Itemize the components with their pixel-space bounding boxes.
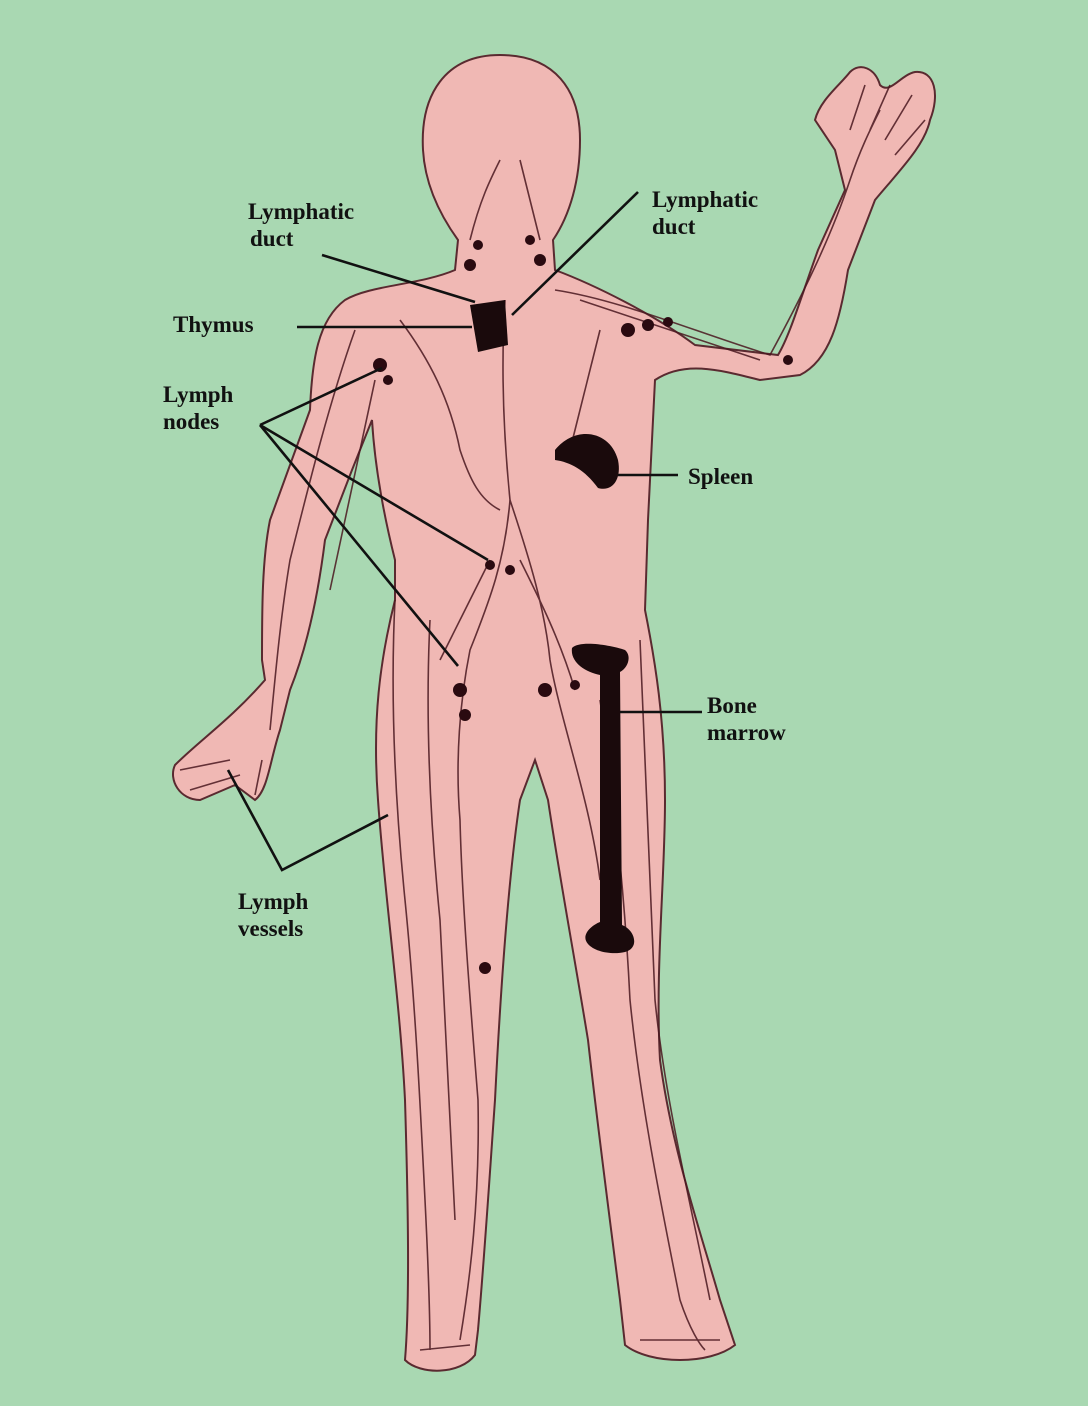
label-spleen: Spleen: [688, 463, 753, 490]
label-lymph-vessels-line1: Lymph: [238, 888, 308, 915]
label-bone-marrow-line1: Bone: [707, 692, 786, 719]
label-spleen-text: Spleen: [688, 463, 753, 490]
label-bone-marrow: Bone marrow: [707, 692, 786, 746]
label-bone-marrow-line2: marrow: [707, 719, 786, 746]
label-lymph-nodes-line1: Lymph: [163, 381, 233, 408]
label-lymphatic-duct-right-line1: Lymphatic: [652, 186, 758, 213]
label-lymphatic-duct-left-line2: duct: [248, 225, 354, 252]
label-lymphatic-duct-left-line1: Lymphatic: [248, 198, 354, 225]
label-lymph-nodes-line2: nodes: [163, 408, 233, 435]
label-lymph-vessels: Lymph vessels: [238, 888, 308, 942]
label-lymphatic-duct-right: Lymphatic duct: [652, 186, 758, 240]
label-thymus: Thymus: [173, 311, 254, 338]
label-lymphatic-duct-left: Lymphatic duct: [248, 198, 354, 252]
label-lymph-vessels-line2: vessels: [238, 915, 308, 942]
label-thymus-text: Thymus: [173, 311, 254, 338]
label-lymphatic-duct-right-line2: duct: [652, 213, 758, 240]
label-lymph-nodes: Lymph nodes: [163, 381, 233, 435]
